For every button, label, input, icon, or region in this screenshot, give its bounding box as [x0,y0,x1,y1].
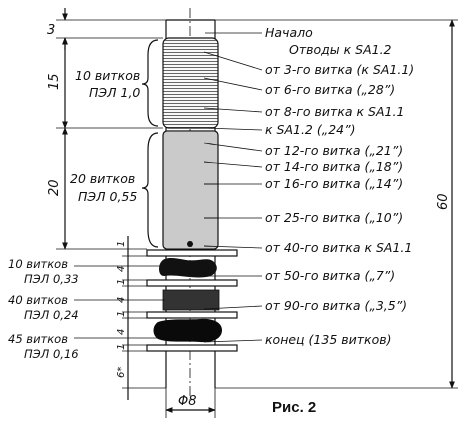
tap-label-end: конец (135 витков) [265,332,391,347]
svg-text:ПЭЛ 1,0: ПЭЛ 1,0 [89,85,140,100]
winding-section-5 [153,318,222,343]
winding-label-3: 10 витков ПЭЛ 0,33 [8,257,165,286]
winding-section-2 [162,130,219,250]
dim-g4: 1 [116,344,127,350]
tap-label-50: от 50-го витка („7”) [265,268,395,283]
winding-label-2: 20 витков ПЭЛ 0,55 [70,132,159,248]
dim-60-label: 60 [436,193,451,210]
winding-label-4: 40 витков ПЭЛ 0,24 [8,293,165,322]
tap-label-40: от 40-го витка к SA1.1 [265,240,412,255]
winding-section-3 [159,258,217,278]
tap-label-8: от 8-го витка к SA1.1 [265,104,404,119]
svg-text:45 витков: 45 витков [8,332,68,346]
tap-label-16: от 16-го витка („14”) [265,176,403,191]
tap-labels: Начало Отводы к SA1.2 от 3-го витка (к S… [265,25,414,347]
winding-label-5: 45 витков ПЭЛ 0,16 [8,332,158,361]
tap-label-taps-header: Отводы к SA1.2 [289,42,392,57]
tap-label-6: от 6-го витка („28”) [265,82,395,97]
dim-tail: 6* [116,367,127,378]
winding-section-4 [162,289,220,311]
winding-section-1 [162,37,219,129]
dim-g2: 1 [116,279,127,285]
tap-label-sa12: к SA1.2 („24”) [265,122,355,137]
dim-gap1: 1 [116,241,127,247]
dimension-15: 15 [47,37,163,129]
dim-20-label: 20 [47,179,62,196]
dimension-overall-60: 60 [215,19,458,389]
tap-label-14: от 14-го витка („18”) [265,159,403,174]
dim-g3: 1 [116,311,127,317]
svg-text:20 витков: 20 витков [70,171,135,186]
tap-leaders [203,32,263,343]
svg-text:ПЭЛ 0,24: ПЭЛ 0,24 [24,308,79,322]
spacer-disks [146,249,238,352]
dimension-20: 20 [47,127,147,250]
dimension-small-stack: 1 4 1 4 1 4 1 6* [116,236,166,400]
dimension-diameter: Φ8 [165,388,216,418]
tap-label-25: от 25-го витка („10”) [265,210,403,225]
dim-s5: 4 [116,329,127,335]
svg-text:10 витков: 10 витков [8,257,68,271]
figure-caption: Рис. 2 [272,399,316,416]
svg-text:ПЭЛ 0,16: ПЭЛ 0,16 [24,347,79,361]
winding-label-1: 10 витков ПЭЛ 1,0 [75,39,159,127]
tap-label-90: от 90-го витка („3,5”) [265,298,407,313]
svg-text:10 витков: 10 витков [75,68,140,83]
diameter-label: Φ8 [178,394,197,409]
dim-15-label: 15 [47,73,62,90]
tap-label-12: от 12-го витка („21”) [265,143,403,158]
tap-label-3: от 3-го витка (к SA1.1) [265,62,414,77]
dim-s3: 4 [116,266,127,272]
dim-top-label: 3 [47,23,55,38]
tap-label-start: Начало [265,25,313,40]
svg-text:40 витков: 40 витков [8,293,68,307]
svg-text:ПЭЛ 0,55: ПЭЛ 0,55 [78,189,137,204]
svg-text:ПЭЛ 0,33: ПЭЛ 0,33 [24,272,79,286]
